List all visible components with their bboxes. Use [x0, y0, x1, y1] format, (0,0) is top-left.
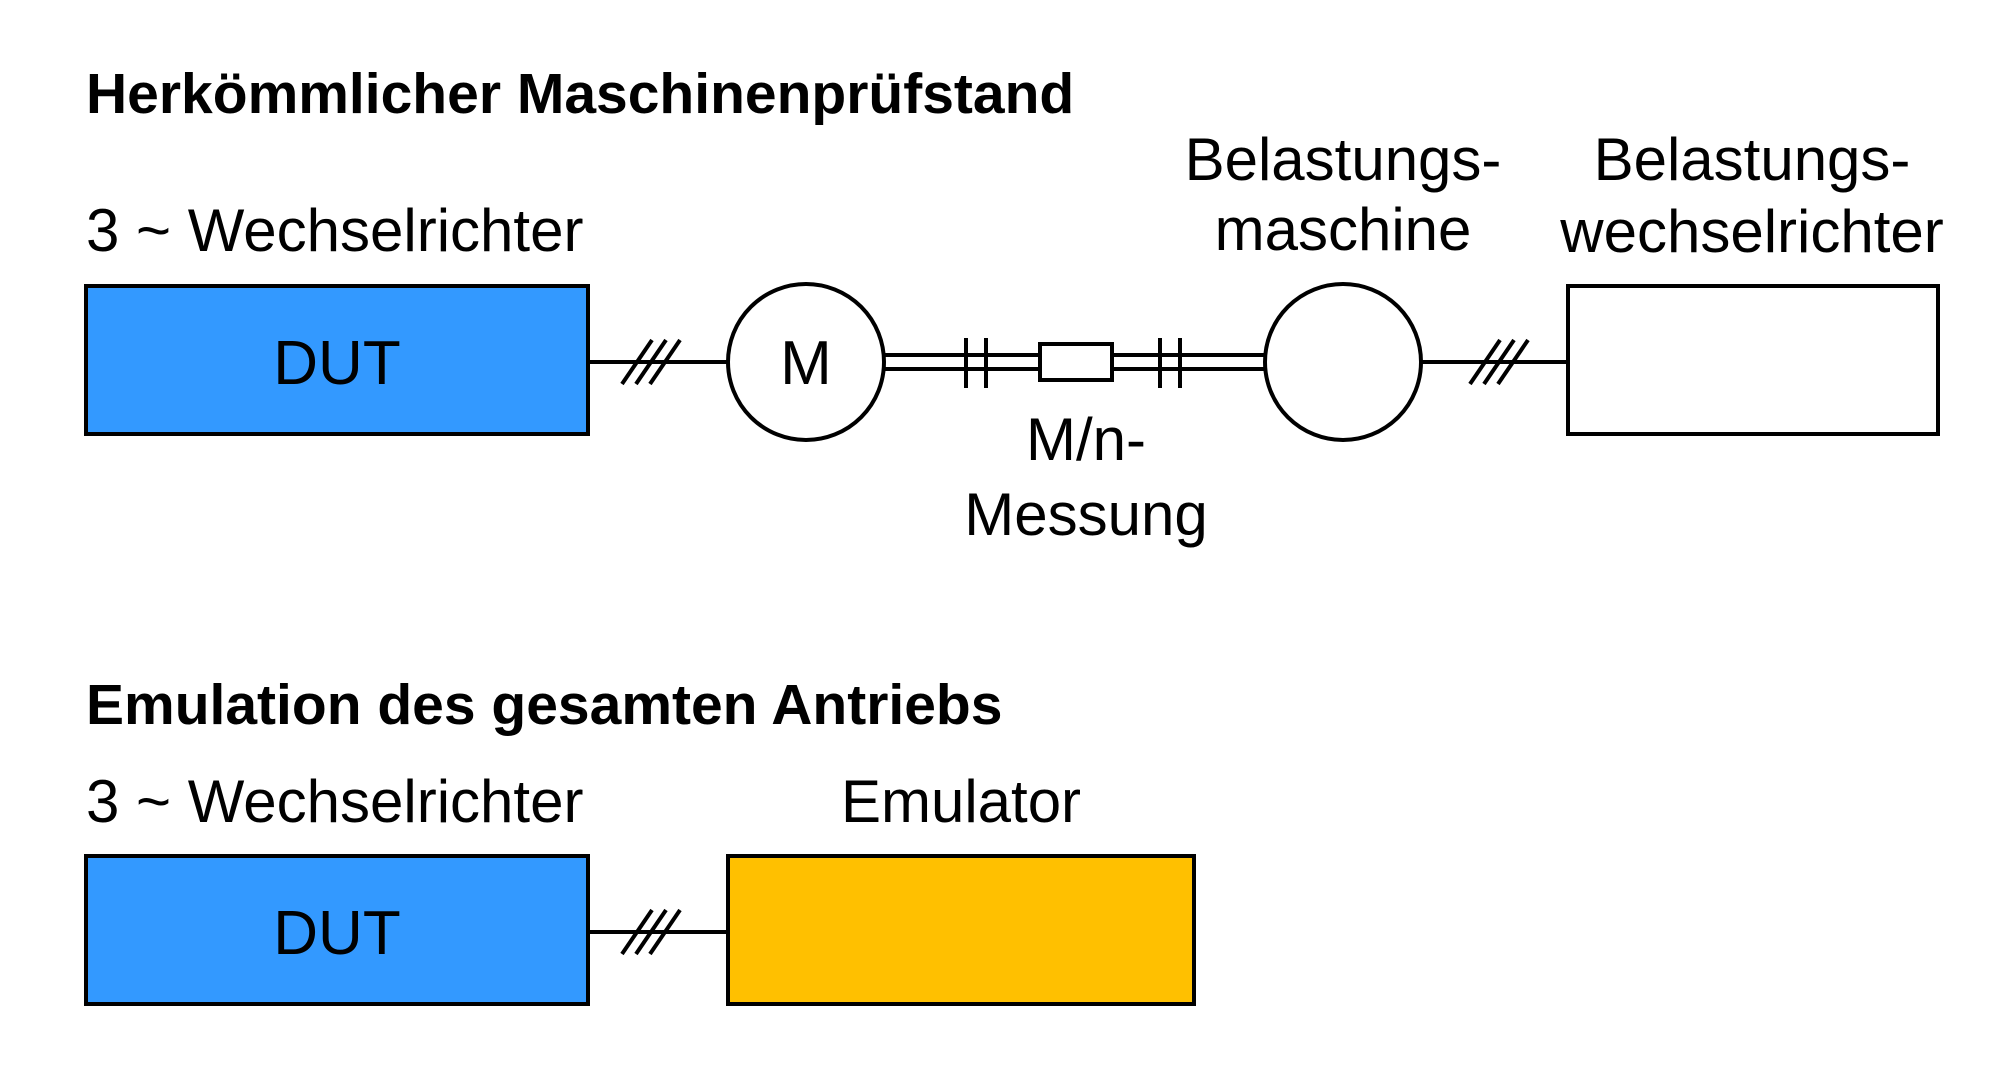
measurement-label-line1: M/n- [1026, 406, 1146, 473]
motor-circle [726, 282, 886, 442]
torque-speed-sensor [1038, 342, 1114, 382]
section2-dut-box [84, 854, 590, 1006]
section1-inverter-label: 3 ~ Wechselrichter [86, 197, 583, 264]
section1-dut-box [84, 284, 590, 436]
section2-title: Emulation des gesamten Antriebs [86, 673, 1002, 737]
section1-dut-label: DUT [273, 329, 400, 398]
coupling-left [956, 338, 996, 388]
emulator-label: Emulator [841, 768, 1081, 835]
section1-three-phase-line-2 [1421, 338, 1568, 386]
load-machine-circle [1263, 282, 1423, 442]
load-machine-label-line2: maschine [1215, 196, 1472, 263]
load-inverter-label-line1: Belastungs- [1594, 126, 1911, 193]
section2-three-phase-line [588, 908, 728, 956]
load-inverter-box [1566, 284, 1940, 436]
section1-three-phase-line-1 [588, 338, 728, 386]
coupling-right [1150, 338, 1190, 388]
section2-inverter-label: 3 ~ Wechselrichter [86, 768, 583, 835]
motor-label: M [780, 329, 832, 398]
load-inverter-label-line2: wechselrichter [1559, 198, 1943, 265]
measurement-label-line2: Messung [964, 481, 1207, 548]
section2-dut-label: DUT [273, 899, 400, 968]
load-machine-label-line1: Belastungs- [1185, 126, 1502, 193]
emulator-box [726, 854, 1196, 1006]
section1-title: Herkömmlicher Maschinenprüfstand [86, 62, 1074, 126]
